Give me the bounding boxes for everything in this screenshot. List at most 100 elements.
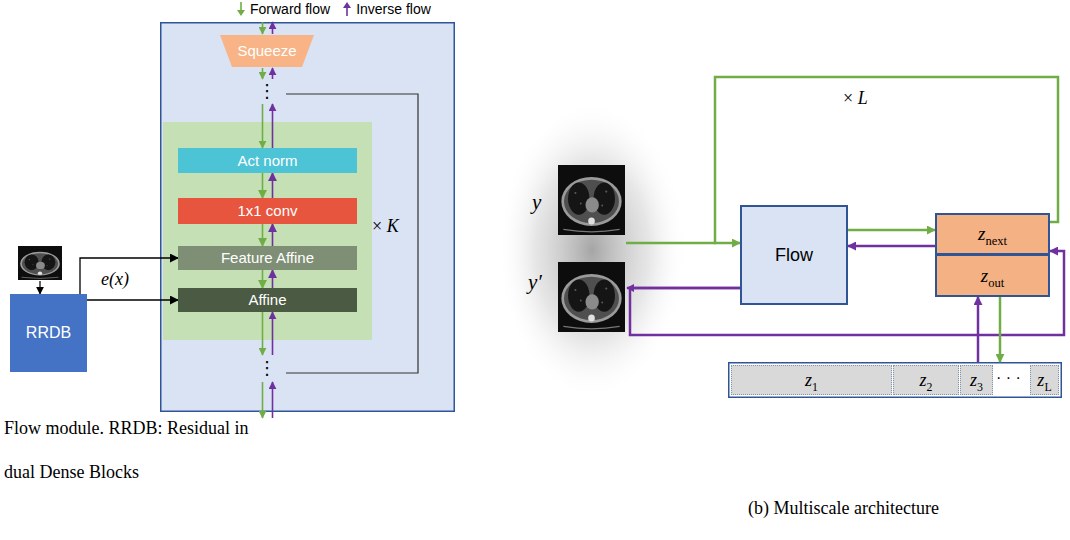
legend-arrow — [342, 1, 352, 17]
actnorm-block: Act norm — [178, 148, 357, 173]
math-symbol: z — [1037, 370, 1044, 390]
math-subscript: 2 — [927, 379, 933, 393]
math-symbol: z — [970, 370, 977, 390]
math-symbol: z — [978, 223, 985, 244]
caption-text-box: (b) Multiscale architecture — [748, 498, 939, 519]
ellipsis-dots: ⋮ — [258, 357, 276, 378]
legend-arrow-shaft — [240, 2, 242, 11]
image-glow — [497, 100, 687, 400]
math-symbol: z — [981, 265, 988, 286]
image-label: y — [532, 190, 541, 214]
inverse-arrow — [272, 382, 274, 418]
flow-connector — [977, 297, 980, 362]
latent-z-box: z3 — [960, 365, 993, 395]
node-text: Flow — [775, 245, 813, 266]
flow-block: Flow — [740, 205, 848, 305]
caption-text: (b) Multiscale architecture — [748, 498, 939, 518]
forward-arrow — [262, 312, 264, 355]
node-text: · · · — [996, 369, 1021, 387]
latent-bar-frame — [729, 363, 1062, 398]
forward-arrow — [262, 382, 264, 418]
image-label-box: y′ — [528, 270, 542, 294]
node-text: zL — [1037, 370, 1051, 391]
edge-label: e(x) — [99, 269, 131, 289]
legend-arrow-head — [237, 10, 245, 16]
flow-connector — [87, 299, 178, 300]
math-subscript: 3 — [977, 379, 983, 393]
caption-text-box: Flow module. RRDB: Residual in — [4, 418, 249, 439]
flow-connector — [715, 77, 1058, 243]
edge-label-box: e(x) — [99, 269, 131, 290]
legend-item: Forward flow — [236, 1, 330, 17]
latent-out-box: zout — [935, 254, 1050, 297]
ct-image — [18, 246, 62, 280]
ct-image — [558, 262, 625, 332]
flow-connector — [262, 173, 264, 198]
repeat-label-box: × L — [843, 88, 868, 109]
forward-input-line — [626, 242, 716, 245]
node-text: 1x1 conv — [237, 202, 297, 219]
math-symbol: L — [858, 88, 868, 108]
caption-text: Flow module. RRDB: Residual in — [4, 418, 249, 438]
flow-module-panel-frame — [161, 23, 455, 412]
flow-connector — [999, 297, 1002, 362]
latent-z-box: zL — [1030, 365, 1059, 395]
flow-module-panel: × K SqueezeAct norm 1x1 convFeature Affine… — [160, 22, 455, 412]
image-arrow — [39, 281, 40, 294]
math-subscript: 1 — [812, 379, 818, 393]
forward-arrow — [262, 104, 264, 148]
math-subscript: next — [985, 234, 1007, 248]
node-text: × K — [372, 216, 399, 237]
caption-text: dual Dense Blocks — [4, 462, 139, 482]
math-symbol: K — [387, 216, 399, 236]
conv-block: 1x1 conv — [178, 198, 357, 224]
caption-text-box: dual Dense Blocks — [4, 462, 139, 483]
legend: Forward flow Inverse flow — [236, 1, 443, 17]
repeat-label: × L — [843, 88, 868, 108]
legend-arrow — [236, 1, 246, 17]
legend-text: Forward flow — [250, 1, 330, 17]
legend-arrow-shaft — [346, 7, 348, 16]
node-text: z2 — [920, 370, 933, 391]
node-text: Feature Affine — [221, 249, 314, 266]
repeat-bracket — [286, 94, 418, 373]
node-text: Act norm — [237, 152, 297, 169]
ellipsis-dots-box: ⋮ — [258, 81, 276, 102]
inverse-arrow — [272, 312, 274, 355]
flow-connector — [272, 270, 274, 288]
flow-connector — [262, 224, 264, 246]
flow-connector — [848, 245, 935, 248]
inverse-arrow — [272, 104, 274, 148]
ellipsis-dots-box: ⋮ — [258, 358, 276, 379]
legend-arrow-head — [343, 2, 351, 8]
math-subscript: L — [1044, 379, 1051, 393]
ct-image — [558, 165, 625, 235]
latent-z-box: z1 — [731, 365, 892, 395]
node-text: zout — [981, 265, 1004, 287]
legend-text: Inverse flow — [356, 1, 431, 17]
forward-arrow — [262, 22, 264, 34]
squeeze-block-fill — [220, 35, 314, 67]
flow-connector — [262, 270, 264, 288]
math-symbol: z — [805, 370, 812, 390]
image-label: y′ — [528, 270, 542, 294]
node-text: Squeeze — [237, 42, 296, 59]
forward-arrow — [262, 68, 264, 79]
ellipsis-dots: ⋮ — [258, 80, 276, 101]
math-operator: × — [843, 88, 858, 108]
flow-connector — [272, 173, 274, 198]
node-text: Affine — [248, 291, 286, 308]
feature-affine-block: Feature Affine — [178, 246, 357, 270]
latent-z-box: z2 — [893, 365, 959, 395]
node-text: z3 — [970, 370, 983, 391]
math-subscript: out — [988, 275, 1004, 289]
node-text: znext — [978, 223, 1007, 245]
flow-connector — [80, 258, 178, 294]
flow-connector — [272, 224, 274, 246]
affine-block: Affine — [178, 288, 357, 312]
inverse-arrow — [272, 22, 274, 34]
image-label-box: y — [532, 190, 541, 214]
flow-connector — [848, 229, 935, 232]
math-operator: × — [372, 216, 387, 236]
latent-bar: · · ·z1z2z3zL — [728, 362, 1062, 398]
